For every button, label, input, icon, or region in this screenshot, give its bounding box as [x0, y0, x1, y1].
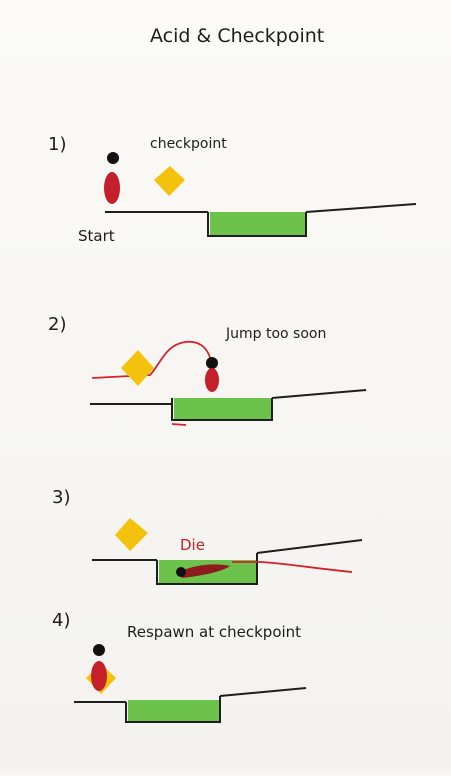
panel-4-ground-right [219, 687, 307, 697]
panel-3: 3) Die [52, 487, 363, 585]
panel-3-ground-right [256, 539, 363, 554]
panel-1-number: 1) [48, 134, 66, 155]
panel-4-player-body [91, 661, 107, 691]
panel-1-player-body [104, 172, 120, 204]
panel-2-fall-mark [171, 423, 187, 426]
panel-1: 1) checkpoint Start [48, 134, 417, 245]
panel-2-checkpoint [121, 350, 154, 386]
panel-2-ground-right [271, 389, 367, 399]
panel-3-trajectory [232, 561, 353, 573]
panel-3-pit-outline [156, 553, 258, 585]
panel-1-pit-outline [207, 212, 307, 237]
panel-3-dead-player-head [176, 567, 186, 577]
panel-4-pit-outline [125, 696, 221, 723]
panel-4: 4) Respawn at checkpoint [52, 610, 307, 723]
panel-2-pit-outline [171, 398, 273, 421]
panel-4-player-head [93, 644, 105, 656]
panel-1-start-label: Start [78, 227, 115, 245]
panel-2: 2) Jump too soon [48, 314, 367, 426]
panel-2-number: 2) [48, 314, 66, 335]
panel-1-checkpoint [154, 166, 185, 196]
panel-1-ground-right [305, 203, 417, 213]
panel-3-number: 3) [52, 487, 70, 508]
panel-2-player-head [206, 357, 218, 369]
panel-3-dead-player-body [178, 564, 230, 578]
panel-3-checkpoint [115, 518, 148, 551]
panel-3-note: Die [180, 536, 205, 554]
panel-1-checkpoint-label: checkpoint [150, 136, 227, 152]
panel-4-note: Respawn at checkpoint [127, 623, 301, 641]
panel-2-note: Jump too soon [225, 326, 326, 342]
diagram-title: Acid & Checkpoint [150, 25, 324, 47]
panel-2-acid-pool [174, 398, 272, 420]
panel-2-player-body [205, 368, 219, 392]
panel-4-acid-pool [128, 700, 220, 722]
panel-2-jump-trajectory [91, 340, 213, 379]
panel-4-number: 4) [52, 610, 70, 631]
panel-1-player-head [107, 152, 119, 164]
panel-1-acid-pool [210, 212, 306, 236]
